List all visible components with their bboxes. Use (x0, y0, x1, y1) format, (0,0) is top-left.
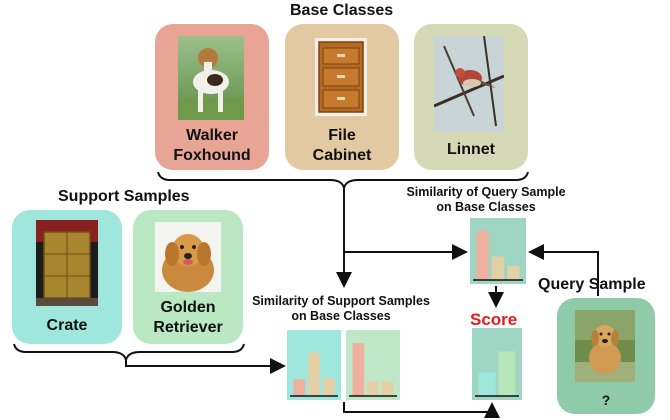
similarity-query-title: Similarity of Query Sample on Base Class… (406, 185, 566, 214)
base-card-file-cabinet: File Cabinet (285, 24, 399, 170)
cabinet-photo (315, 38, 367, 116)
crate-similarity-bar-1 (293, 379, 306, 396)
bird-photo (434, 36, 504, 132)
golden-similarity-bar-3 (381, 381, 394, 396)
support-label-golden-retriever: Golden Retriever (153, 299, 223, 336)
support-samples-brace (13, 343, 245, 361)
score-bar-2 (498, 351, 516, 396)
query-similarity-bar-2 (491, 256, 505, 280)
base-label-walker-foxhound: Walker Foxhound (173, 127, 251, 164)
base-classes-brace (157, 171, 529, 189)
golden-similarity-bar-2 (367, 381, 379, 396)
connector-support-to-support-sim (125, 358, 286, 374)
query-similarity-bar-3 (507, 266, 520, 280)
query-sample-title: Query Sample (538, 276, 646, 293)
support-samples-title: Support Samples (58, 188, 190, 205)
query-label: ? (601, 392, 611, 408)
connector-query-to-query-sim (528, 244, 599, 296)
base-label-file-cabinet: File Cabinet (312, 127, 372, 164)
crate-similarity-bar-3 (322, 378, 335, 396)
base-classes-title: Base Classes (290, 2, 394, 19)
score-bar-1 (478, 372, 496, 396)
support-label-crate: Crate (46, 317, 88, 334)
crate-photo (36, 220, 98, 306)
golden-similarity-bar-1 (352, 343, 365, 396)
support-card-crate: Crate (12, 210, 122, 344)
base-card-linnet: Linnet (414, 24, 528, 170)
retriever-photo (155, 222, 221, 292)
query-similarity-bar-1 (476, 230, 489, 280)
similarity-support-title: Similarity of Support Samples on Base Cl… (252, 294, 430, 323)
base-card-walker-foxhound: Walker Foxhound (155, 24, 269, 170)
query-card: ? (557, 298, 655, 414)
support-card-golden-retriever: Golden Retriever (133, 210, 243, 344)
query-retriever-photo (575, 310, 635, 382)
crate-similarity-bar-2 (308, 352, 320, 396)
dog-photo (178, 36, 244, 120)
connector-support-sim-to-score (343, 402, 500, 418)
score-label: Score (470, 310, 518, 329)
base-label-linnet: Linnet (447, 141, 495, 158)
